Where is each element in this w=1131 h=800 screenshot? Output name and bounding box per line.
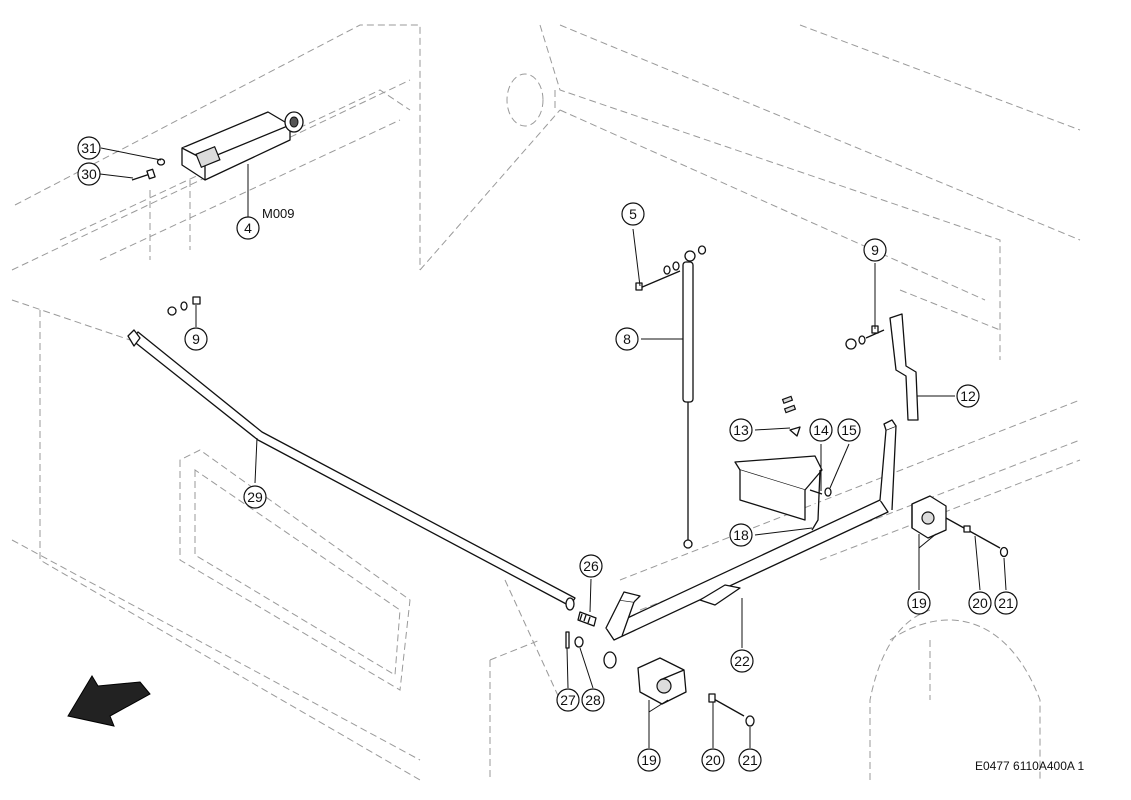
- svg-text:5: 5: [629, 206, 637, 222]
- callout-19-bottom: 19: [637, 748, 661, 772]
- pin-set-part: [565, 611, 597, 649]
- callout-30: 30: [77, 162, 101, 186]
- callout-14: 14: [809, 418, 833, 442]
- svg-text:19: 19: [911, 595, 927, 611]
- callout-20-bottom: 20: [701, 748, 725, 772]
- bolt-washer-30-31: [131, 158, 166, 181]
- callout-21-right: 21: [994, 591, 1018, 615]
- svg-text:15: 15: [841, 422, 857, 438]
- svg-text:9: 9: [192, 331, 200, 347]
- svg-text:18: 18: [733, 527, 749, 543]
- svg-text:22: 22: [734, 653, 750, 669]
- callout-21-bottom: 21: [738, 748, 762, 772]
- callout-26: 26: [579, 554, 603, 578]
- callout-15: 15: [837, 418, 861, 442]
- svg-text:29: 29: [247, 489, 263, 505]
- callout-12: 12: [956, 384, 980, 408]
- callout-9-right: 9: [863, 238, 887, 262]
- machine-frame-outline: [11, 24, 1081, 781]
- svg-text:21: 21: [998, 595, 1014, 611]
- svg-text:8: 8: [623, 331, 631, 347]
- bracket-bar-part: [845, 313, 919, 421]
- callout-8: 8: [615, 327, 639, 351]
- component-code-label: M009: [262, 206, 295, 221]
- svg-text:30: 30: [81, 166, 97, 182]
- gas-strut-part: [635, 245, 707, 549]
- callout-27: 27: [556, 688, 580, 712]
- svg-text:19: 19: [641, 752, 657, 768]
- clamp-right-part: [911, 495, 1009, 558]
- svg-text:13: 13: [733, 422, 749, 438]
- svg-text:20: 20: [972, 595, 988, 611]
- svg-text:4: 4: [244, 220, 252, 236]
- callout-22: 22: [730, 649, 754, 673]
- callout-19-right: 19: [907, 591, 931, 615]
- module-box-part: [181, 111, 304, 181]
- svg-text:14: 14: [813, 422, 829, 438]
- svg-text:20: 20: [705, 752, 721, 768]
- svg-text:12: 12: [960, 388, 976, 404]
- tie-rod-part: [127, 296, 576, 611]
- svg-text:26: 26: [583, 558, 599, 574]
- callout-31: 31: [77, 136, 101, 160]
- svg-text:27: 27: [560, 692, 576, 708]
- callout-5: 5: [621, 202, 645, 226]
- svg-text:9: 9: [871, 242, 879, 258]
- callout-13: 13: [729, 418, 753, 442]
- svg-text:28: 28: [585, 692, 601, 708]
- svg-text:21: 21: [742, 752, 758, 768]
- callout-18: 18: [729, 523, 753, 547]
- frame-arm-part: [603, 395, 897, 669]
- callout-4: 4: [236, 216, 260, 240]
- drawing-reference-label: E0477 6110A400A 1: [975, 759, 1085, 773]
- callout-9-left: 9: [184, 327, 208, 351]
- callout-29: 29: [243, 485, 267, 509]
- leader-lines: [99, 147, 1007, 748]
- callout-20-right: 20: [968, 591, 992, 615]
- arrow-icon: [67, 675, 151, 727]
- svg-text:31: 31: [81, 140, 97, 156]
- clamp-bottom-part: [637, 657, 755, 727]
- callout-28: 28: [581, 688, 605, 712]
